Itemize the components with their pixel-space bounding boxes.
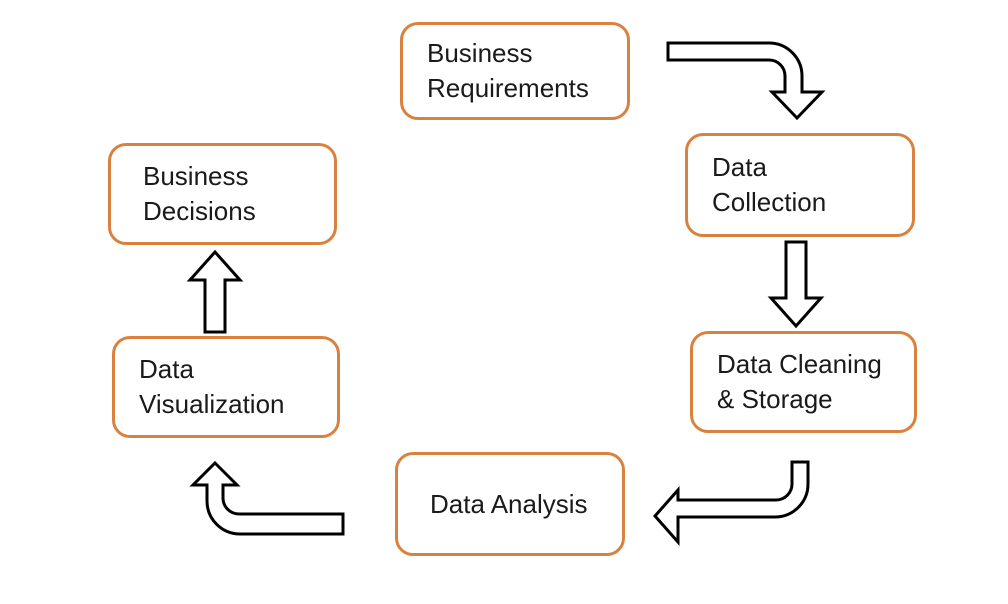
- node-business-decisions: Business Decisions: [108, 143, 337, 245]
- block-arrow-down-shape: [767, 240, 825, 329]
- arrow-business-requirements-to-data-collection-icon: [666, 41, 826, 121]
- node-data-cleaning-storage: Data Cleaning & Storage: [690, 331, 917, 433]
- block-arrow-up-shape: [186, 249, 244, 334]
- arrow-data-visualization-to-business-decisions-icon: [186, 249, 244, 334]
- node-data-analysis-label: Data Analysis: [430, 488, 588, 519]
- node-data-visualization-label: Data Visualization: [139, 354, 285, 419]
- node-data-collection-label: Data Collection: [712, 152, 827, 217]
- bent-arrow-down-left-shape: [652, 460, 810, 546]
- node-business-decisions-label: Business Decisions: [143, 161, 256, 226]
- node-data-visualization: Data Visualization: [112, 336, 340, 438]
- node-data-cleaning-storage-label: Data Cleaning & Storage: [717, 349, 882, 414]
- node-business-requirements: Business Requirements: [400, 22, 630, 120]
- arrow-data-collection-to-data-cleaning-icon: [767, 240, 825, 329]
- node-business-requirements-label: Business Requirements: [427, 38, 589, 103]
- bent-arrow-left-up-shape: [189, 460, 345, 536]
- bent-arrow-right-down-shape: [666, 41, 826, 121]
- node-data-collection: Data Collection: [685, 133, 915, 237]
- arrow-data-analysis-to-data-visualization-icon: [189, 460, 345, 536]
- arrow-data-cleaning-to-data-analysis-icon: [652, 460, 810, 546]
- node-data-analysis: Data Analysis: [395, 452, 625, 556]
